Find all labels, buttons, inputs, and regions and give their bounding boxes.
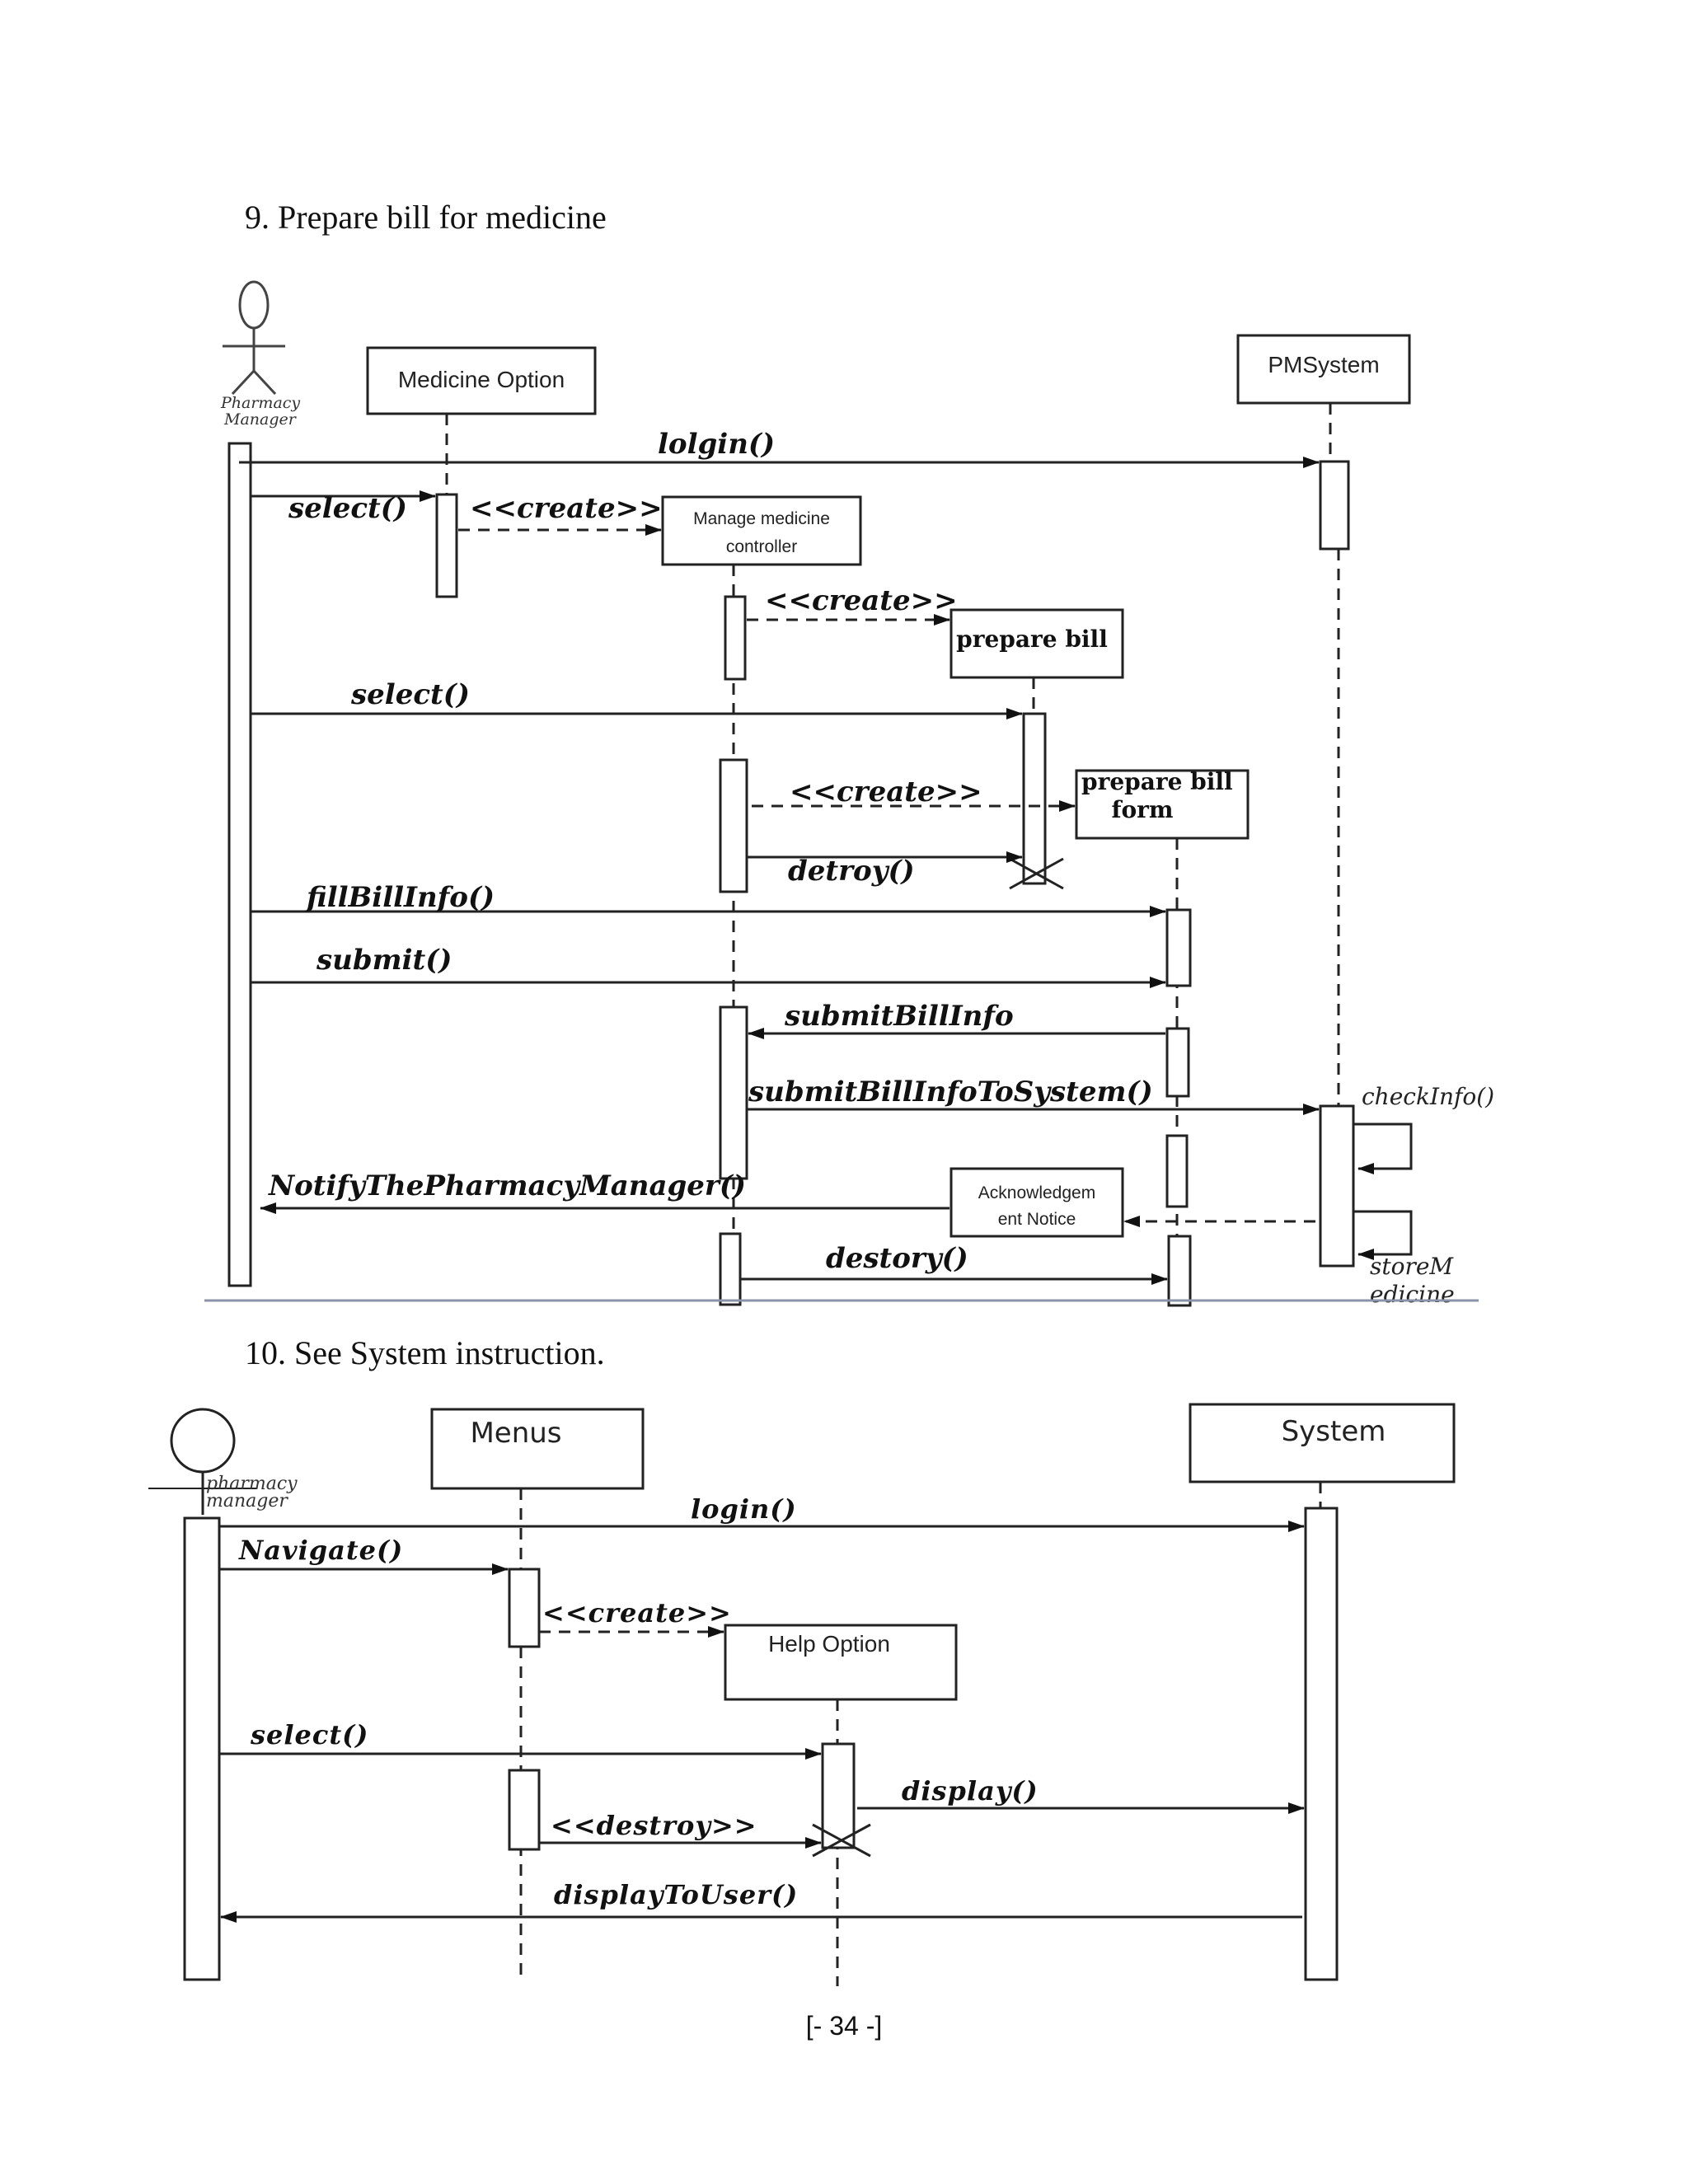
controller-box [661, 495, 862, 566]
controller-label-line1: Manage medicine [693, 509, 830, 528]
menus-activation-2 [508, 1769, 541, 1851]
msg-select-1-label: select() [288, 492, 407, 525]
controller-activation-4 [719, 1232, 742, 1306]
page-number: [- 34 -] [805, 2011, 883, 2041]
msg-check-info [1353, 1122, 1413, 1174]
medicine-option-box [366, 346, 597, 415]
system-label: System [1282, 1415, 1386, 1448]
section-9-heading: 9. Prepare bill for medicine [245, 199, 607, 236]
msg-store-medicine-label-1: storeM [1370, 1253, 1454, 1280]
help-option-label: Help Option [768, 1631, 890, 1657]
ack-notice-box [950, 1167, 1124, 1238]
msg2-select-label: select() [250, 1719, 368, 1750]
controller-activation-2 [719, 758, 748, 893]
msg-login-label: lolgin() [658, 428, 775, 461]
system-box [1189, 1403, 1456, 1483]
msg-create-2-label: <<create>> [765, 584, 958, 617]
msg-destroy-2-label: destory() [826, 1242, 968, 1275]
prepare-bill-label: prepare bill [956, 626, 1108, 653]
prepare-bill-box [950, 608, 1124, 679]
section-10-heading: 10. See System instruction. [245, 1334, 605, 1371]
msg2-login-label: login() [691, 1493, 797, 1525]
menus-box [430, 1408, 645, 1490]
bill-form-activation-1 [1165, 908, 1192, 987]
controller-activation-3 [719, 1005, 748, 1180]
actor2-activation [183, 1516, 221, 1981]
msg2-display-label: display() [902, 1775, 1039, 1807]
bill-form-activation-3 [1165, 1134, 1189, 1208]
help-option-activation [821, 1742, 856, 1849]
pmsystem-activation-2 [1319, 1104, 1355, 1268]
msg-submit-bill-info-label: submitBillInfo [784, 1000, 1014, 1033]
msg-fill-bill-info-label: fillBillInfo() [304, 881, 495, 914]
bill-form-label-line2: form [1111, 796, 1173, 823]
controller-activation-1 [724, 595, 747, 681]
pmsystem-box [1236, 334, 1411, 405]
msg-create-1-label: <<create>> [470, 492, 663, 525]
msg-check-info-label: checkInfo() [1362, 1083, 1494, 1110]
ack-notice-label-line2: ent Notice [998, 1210, 1076, 1229]
bill-form-box [1075, 769, 1250, 840]
ack-notice-label-line1: Acknowledgem [978, 1183, 1095, 1202]
menus-label: Menus [470, 1417, 561, 1450]
actor-activation [227, 442, 252, 1287]
msg-create-3-label: <<create>> [790, 776, 982, 808]
msg-select-2-label: select() [350, 678, 470, 711]
msg-submit-label: submit() [316, 944, 452, 977]
actor2-label-line1: pharmacy [206, 1474, 298, 1494]
msg2-navigate-label: Navigate() [238, 1535, 403, 1566]
msg2-destroy-label: <<destroy>> [551, 1810, 757, 1841]
actor2-label-line2: manager [206, 1491, 288, 1511]
actor2-icon [170, 1408, 236, 1474]
msg-store-medicine [1353, 1210, 1413, 1260]
msg2-create-label: <<create>> [542, 1597, 732, 1629]
medicine-option-label: Medicine Option [398, 367, 565, 392]
bill-form-activation-4 [1167, 1235, 1192, 1307]
actor-icon [223, 280, 285, 396]
bill-form-activation-2 [1165, 1027, 1190, 1098]
msg2-display-to-user-label: displayToUser() [554, 1879, 798, 1910]
pmsystem-activation-1 [1319, 460, 1350, 551]
diagram-prepare-bill: Pharmacy Manager Medicine Option PMSyste… [204, 280, 1494, 1308]
help-option-box [724, 1624, 958, 1701]
menus-activation-1 [508, 1568, 541, 1648]
actor-label-line1: Pharmacy [220, 394, 300, 412]
pmsystem-label: PMSystem [1268, 352, 1379, 377]
diagram-system-instruction: pharmacy manager Menus System Help Optio… [148, 1403, 1456, 1986]
msg-submit-to-system-label: submitBillInfoToSystem() [748, 1076, 1153, 1108]
msg-notify-manager-label: NotifyThePharmacyManager() [268, 1169, 746, 1202]
medicine-option-activation [435, 493, 458, 598]
bill-form-label-line1: prepare bill [1081, 768, 1233, 795]
actor-label-line2: Manager [223, 410, 298, 429]
prepare-bill-activation [1022, 712, 1047, 885]
msg-destroy-1-label: detroy() [788, 855, 915, 888]
msg-store-medicine-label-2: edicine [1370, 1281, 1455, 1308]
controller-label-line2: controller [726, 537, 797, 556]
system-activation [1304, 1507, 1339, 1981]
